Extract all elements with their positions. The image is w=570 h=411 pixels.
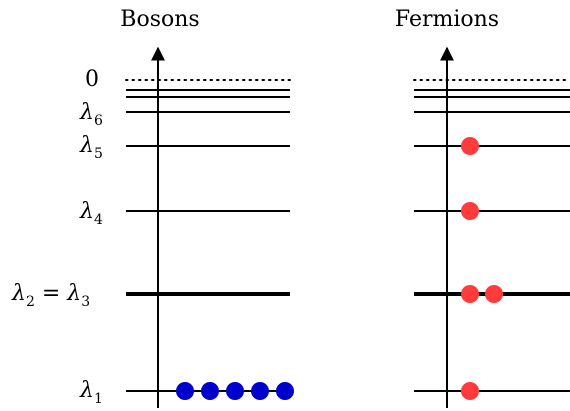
fermions-title: Fermions [395, 7, 499, 32]
boson-particle [201, 382, 219, 400]
fermion-particle [461, 137, 479, 155]
fermions-panel [413, 46, 570, 408]
label-lambda-4: λ4 [79, 199, 103, 228]
boson-particle [251, 382, 269, 400]
label-lambda-6: λ6 [79, 100, 103, 129]
boson-particle [176, 382, 194, 400]
level-labels: 0 λ6 λ5 λ4 λ2 = λ3 λ1 [11, 67, 103, 407]
fermion-particle [461, 202, 479, 220]
fermion-particle [485, 285, 503, 303]
boson-particle [226, 382, 244, 400]
bosons-title: Bosons [120, 7, 199, 32]
boson-particle [276, 382, 294, 400]
boson-particles [176, 382, 294, 400]
fermion-particle [461, 285, 479, 303]
fermion-particle [461, 382, 479, 400]
label-lambda-1: λ1 [79, 378, 103, 407]
bosons-panel [125, 46, 291, 408]
label-lambda-2-eq-3: λ2 = λ3 [11, 281, 90, 310]
label-lambda-5: λ5 [79, 133, 103, 162]
label-zero: 0 [85, 67, 99, 92]
fermion-particles [461, 137, 503, 400]
